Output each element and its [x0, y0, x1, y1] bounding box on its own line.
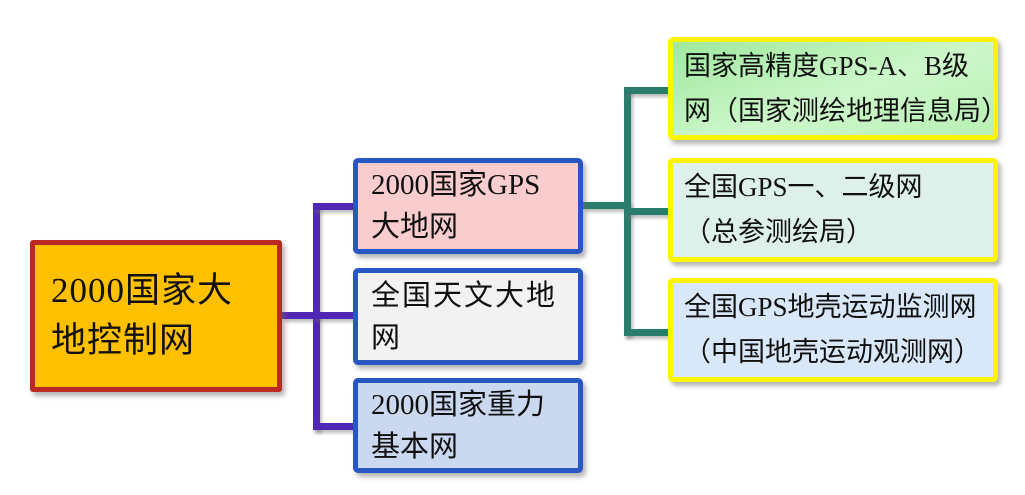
node-2000-national-gravity-basic-net: 2000国家重力 基本网 — [353, 378, 583, 473]
node-gravity-basic-line-1: 2000国家重力 — [371, 388, 546, 421]
node-national-astro-geodetic-net: 全国天文大地 网 — [353, 268, 583, 365]
connector-branch-gravity-basic — [313, 423, 353, 430]
node-2000-national-gps-geodetic-net: 2000国家GPS 大地网 — [353, 158, 583, 254]
node-gps-crustal-line-1: 全国GPS地壳运动监测网 — [684, 292, 977, 322]
node-gps-crustal-line-2: （中国地壳运动观测网） — [684, 337, 981, 367]
node-gps-ab-grade-line-1: 国家高精度GPS-A、B级 — [684, 50, 970, 81]
node-gps-geodetic-line-1: 2000国家GPS — [371, 169, 541, 201]
node-root-2000-national-geodetic-control-net: 2000国家大 地控制网 — [30, 240, 282, 392]
connector-branch-gps-ab-grade — [624, 87, 668, 94]
node-root-line-1: 2000国家大 — [51, 271, 234, 310]
node-gps-geodetic-line-2: 大地网 — [371, 211, 459, 243]
node-astro-geodetic-line-2: 网 — [371, 321, 403, 354]
node-gps-grade12-line-2: （总参测绘局） — [684, 217, 873, 247]
node-national-gps-grade1-grade2-net: 全国GPS一、二级网 （总参测绘局） — [668, 158, 998, 262]
connector-branch-gps-geodetic — [313, 203, 353, 210]
node-gps-grade12-line-1: 全国GPS一、二级网 — [684, 172, 923, 202]
node-national-gps-crustal-movement-monitoring-net: 全国GPS地壳运动监测网 （中国地壳运动观测网） — [668, 278, 998, 382]
connector-gps-geodetic-feed — [583, 202, 631, 209]
connector-branch-gps-crustal — [624, 329, 668, 336]
node-astro-geodetic-line-1: 全国天文大地 — [371, 279, 558, 312]
node-root-line-2: 地控制网 — [51, 321, 196, 360]
connector-branch-gps-grade12 — [624, 208, 668, 215]
node-national-high-precision-gps-ab-grade-net: 国家高精度GPS-A、B级 网（国家测绘地理信息局） — [668, 37, 1008, 140]
connector-root-feed — [282, 312, 318, 319]
node-gps-ab-grade-line-2: 网（国家测绘地理信息局） — [684, 95, 1008, 126]
connector-branch-astro-geodetic — [313, 312, 353, 319]
node-gravity-basic-line-2: 基本网 — [371, 430, 459, 463]
